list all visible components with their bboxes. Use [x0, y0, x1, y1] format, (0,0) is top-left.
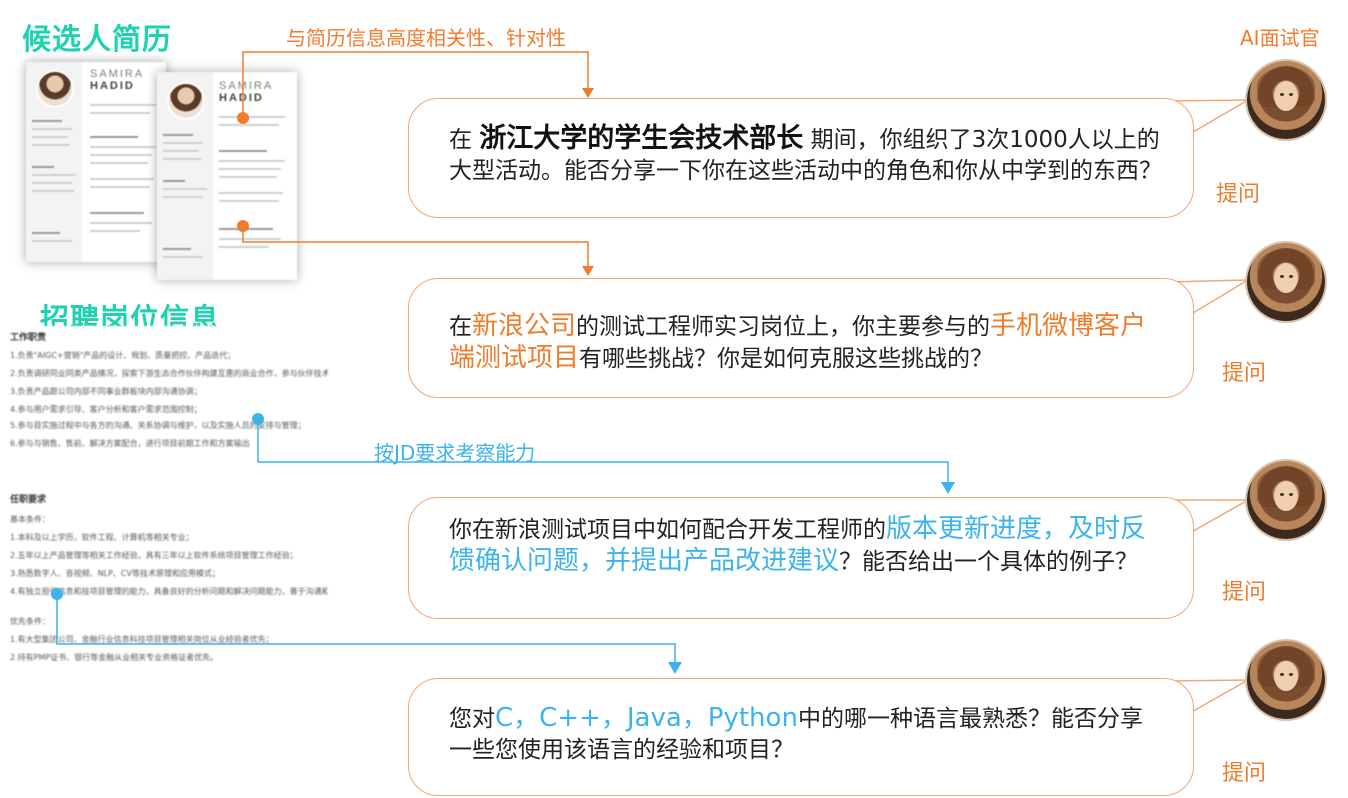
question-text: 在 浙江大学的学生会技术部长 期间，你组织了3次1000人以上的大型活动。能否分…: [449, 123, 1162, 184]
ask-label: 提问: [1222, 361, 1267, 386]
resume-section-title: 候选人简历: [22, 22, 173, 56]
duties-heading: 工作职责: [10, 333, 47, 343]
question-bubble-4: 您对C，C++，Java，Python中的哪一种语言最熟悉？能否分享一些您使用该…: [408, 678, 1194, 796]
arrow-head-q2: [582, 266, 594, 276]
duty-item: 2.负责调研同业同类产品情况，探索下游生态合作伙伴构建互惠的商业合作，参与伙伴技…: [10, 369, 328, 378]
duty-item: 5.参与目实施过程中与各方的沟通、关系协调与维护，以及实施人员的安排与管理；: [10, 421, 306, 430]
question-bubble-3: 你在新浪测试项目中如何配合开发工程师的版本更新进度，及时反馈确认问题，并提出产品…: [408, 497, 1194, 619]
question-highlight: 新浪公司: [472, 311, 577, 341]
requirement-item: 3.熟悉数字人、音视频、NLP、CV等技术原理和应用模式；: [10, 569, 220, 578]
job-description-panel: 工作职责 1.负责"AIGC+营销"产品的设计、规划、质量把控、产品迭代； 2.…: [10, 326, 328, 686]
question-bubble-1: 在 浙江大学的学生会技术部长 期间，你组织了3次1000人以上的大型活动。能否分…: [408, 98, 1194, 218]
requirement-item: 4.有独立担任信息和技项目管理的能力，具备良好的分析问题和解决问题能力，善于沟通…: [10, 587, 328, 596]
arrow-head-q3: [941, 482, 955, 494]
connector-jd-to-q3: [257, 419, 949, 490]
preference-item: 2.持有PMP证书、银行等金融从业相关专业资格证者优先。: [10, 653, 219, 662]
requirements-heading: 任职要求: [10, 495, 47, 505]
resume-anchor-dot: [237, 112, 249, 124]
requirement-item: 2.五年以上产品管理等相关工作经验，具有三年以上软件系统项目管理工作经验；: [10, 551, 298, 560]
ask-label: 提问: [1222, 761, 1267, 786]
duty-item: 4.参与用户需求引导、客户分析和客户需求范围控制；: [10, 405, 202, 414]
preferences-heading: 优先条件：: [10, 617, 50, 626]
resume-photo-front: [167, 82, 205, 120]
ai-interviewer-avatar: [1247, 461, 1325, 539]
ai-interviewer-avatar: [1247, 641, 1325, 719]
preference-item: 1.有大型集团公司、金融行业信息科技项目管理相关岗位从业经验者优先；: [10, 635, 274, 644]
question-bubble-2: 在新浪公司的测试工程师实习岗位上，你主要参与的手机微博客户端测试项目有哪些挑战？…: [408, 278, 1194, 398]
duty-item: 6.参与与销售、售前、解决方案配合，进行项目前期工作和方案输出: [10, 439, 250, 448]
arrow-head-q4: [668, 662, 682, 674]
resume-photo: [36, 70, 74, 108]
requirement-item: 1.本科及以上学历，软件工程、计算机等相关专业；: [10, 533, 194, 542]
ai-interviewer-avatar: [1247, 61, 1325, 139]
resume-anchor-dot: [237, 220, 249, 232]
question-text: 在新浪公司的测试工程师实习岗位上，你主要参与的手机微博客户端测试项目有哪些挑战？…: [449, 311, 1147, 373]
requirements-basic-label: 基本条件：: [10, 515, 50, 524]
ai-interviewer-avatar: [1247, 243, 1325, 321]
connector-resume-to-q2: [242, 226, 589, 273]
jd-anchor-dot: [252, 413, 264, 425]
connector-jd-to-q4: [56, 594, 676, 668]
connector-resume-to-q1: [242, 51, 589, 118]
ask-label: 提问: [1222, 580, 1267, 605]
question-text: 您对C，C++，Java，Python中的哪一种语言最熟悉？能否分享一些您使用该…: [449, 703, 1143, 763]
question-highlight: 手机微博客户端测试项目: [449, 311, 1147, 373]
question-text: 你在新浪测试项目中如何配合开发工程师的版本更新进度，及时反馈确认问题，并提出产品…: [449, 514, 1147, 576]
ai-interviewer-label: AI面试官: [1240, 26, 1320, 50]
question-highlight: C，C++，Java，Python: [495, 703, 798, 733]
jd-anchor-dot: [51, 588, 63, 600]
duty-item: 1.负责"AIGC+营销"产品的设计、规划、质量把控、产品迭代；: [10, 351, 236, 360]
jd-annotation: 按JD要求考察能力: [374, 441, 536, 465]
arrow-head-q1: [582, 88, 594, 98]
ask-label: 提问: [1216, 182, 1261, 207]
duty-item: 3.负责产品跟公司内部不同事业群板块内部沟通协调；: [10, 387, 202, 396]
question-highlight: 版本更新进度，及时反馈确认问题，并提出产品改进建议: [449, 514, 1147, 576]
relevance-annotation: 与简历信息高度相关性、针对性: [286, 26, 566, 50]
question-highlight: 浙江大学的学生会技术部长: [479, 123, 804, 154]
